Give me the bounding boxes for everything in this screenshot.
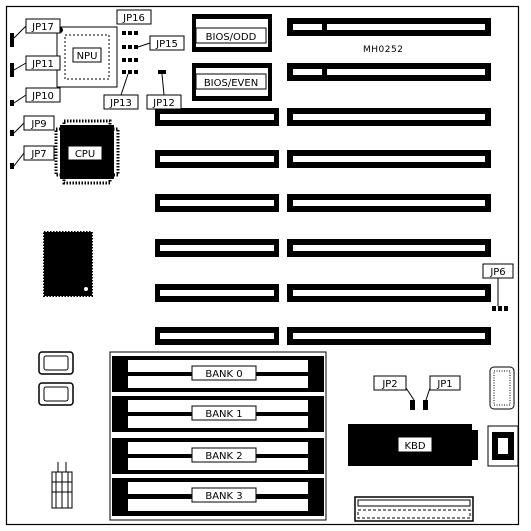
jp15-label: JP15	[155, 39, 178, 50]
bank-0-label: BANK 0	[205, 369, 242, 380]
cpu-label: CPU	[75, 149, 95, 160]
board-outline	[5, 5, 520, 526]
jp10-label: JP10	[31, 91, 54, 102]
bank-3-label: BANK 3	[205, 491, 242, 502]
bank-1-label: BANK 1	[205, 409, 242, 420]
simm-banks: BANK 0 BANK 1 BANK 2 BANK 3	[109, 351, 327, 521]
jp2-label: JP2	[381, 379, 397, 390]
kbd-controller-chip: KBD	[348, 424, 478, 466]
bios-odd-chip: BIOS/ODD	[192, 14, 272, 52]
board-id-label: MH0252	[363, 45, 403, 55]
isa-slots-left	[155, 108, 279, 345]
left-edge-headers	[10, 33, 14, 169]
jp16-label: JP16	[122, 13, 145, 24]
bios-even-label: BIOS/EVEN	[204, 78, 258, 89]
crystal	[38, 382, 74, 406]
kbd-label: KBD	[404, 441, 425, 452]
npu-label: NPU	[77, 51, 98, 62]
jp9-label: JP9	[30, 119, 46, 130]
jp17-label: JP17	[31, 22, 54, 33]
battery	[51, 462, 73, 509]
jp13-label: JP13	[109, 98, 132, 109]
cpu-chip: CPU	[54, 119, 120, 185]
jp12-label: JP12	[152, 98, 175, 109]
bios-odd-label: BIOS/ODD	[206, 32, 257, 43]
npu-socket: NPU	[56, 26, 118, 88]
keyboard-connector	[487, 425, 519, 467]
jp11-label: JP11	[31, 59, 54, 70]
chipset-chip	[43, 231, 93, 297]
jp1-label: JP1	[436, 379, 452, 390]
power-connector	[354, 496, 474, 522]
jp7-label: JP7	[30, 149, 46, 160]
bank-2-label: BANK 2	[205, 451, 242, 462]
crystal	[38, 351, 74, 375]
jp6-label: JP6	[489, 267, 505, 278]
dotted-chip	[489, 366, 515, 410]
bios-even-chip: BIOS/EVEN	[192, 63, 272, 101]
